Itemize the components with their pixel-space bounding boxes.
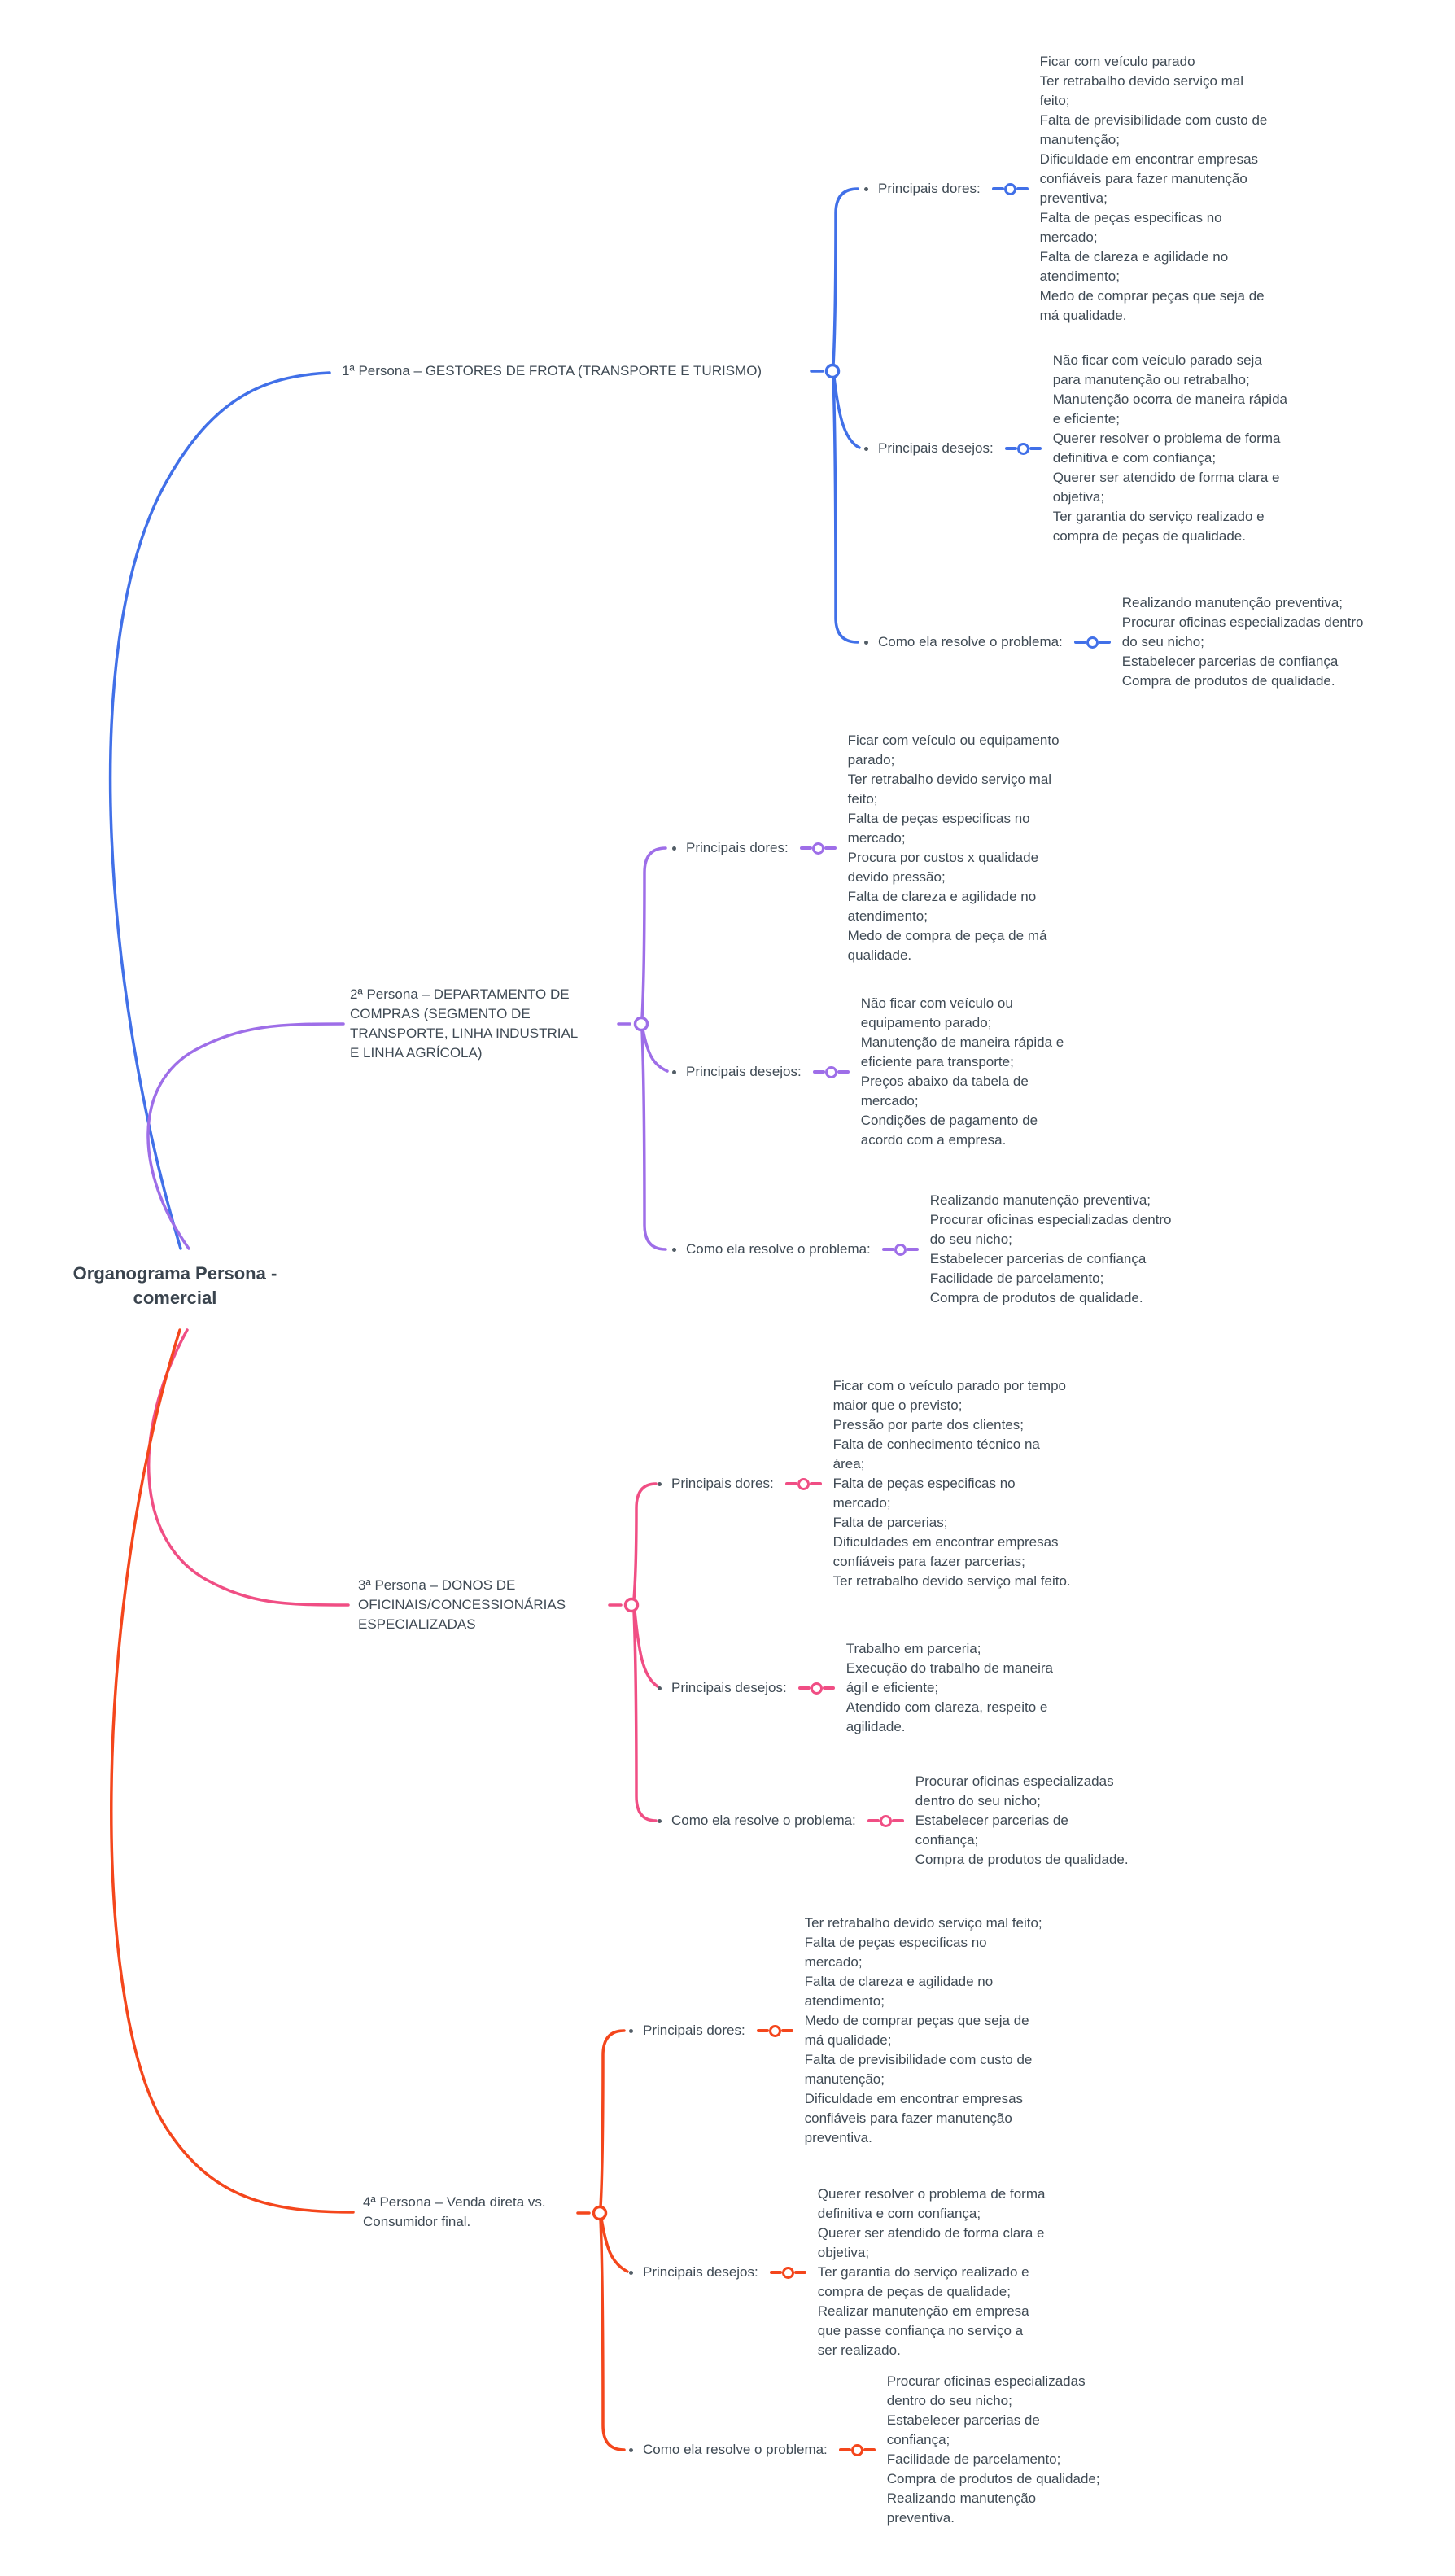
section-label[interactable]: Principais dores: (686, 840, 789, 855)
section-items-text[interactable]: Não ficar com veículo parado seja para m… (1052, 352, 1287, 544)
section-row: Principais desejos: Querer resolver o pr… (629, 2185, 1046, 2360)
bullet-icon (672, 846, 676, 851)
bullet-icon (629, 2447, 633, 2452)
bullet-icon (629, 2270, 633, 2275)
section-items-text[interactable]: Ficar com veículo parado Ter retrabalho … (1039, 54, 1268, 323)
section-row: Principais dores: Ficar com o veículo pa… (658, 1376, 1071, 1591)
node-connector-icon (991, 182, 1029, 195)
branch-curve-persona-4 (110, 1328, 355, 2214)
branch-curve-persona-3 (146, 1328, 350, 1607)
section-items-text[interactable]: Realizando manutenção preventiva; Procur… (929, 1192, 1172, 1305)
section-row: Principais dores: Ter retrabalho devido … (629, 1913, 1042, 2148)
section-row: Principais desejos: Trabalho em parceria… (658, 1639, 1068, 1737)
persona-4-node-circle (592, 2205, 608, 2221)
section-items-text[interactable]: Não ficar com veículo ou equipamento par… (860, 995, 1064, 1148)
section-items-text[interactable]: Procurar oficinas especializadas dentro … (915, 1773, 1129, 1867)
persona-3-node-circle (623, 1597, 640, 1613)
node-connector-icon (756, 2024, 793, 2037)
section-row: Principais dores: Ficar com veículo ou e… (672, 731, 1080, 965)
section-label[interactable]: Principais desejos: (878, 440, 994, 456)
section-label[interactable]: Principais desejos: (643, 2264, 758, 2280)
bullet-icon (864, 446, 868, 451)
node-connector-icon (784, 1477, 822, 1490)
section-label[interactable]: Principais dores: (671, 1476, 774, 1491)
section-row: Como ela resolve o problema: Realizando … (864, 593, 1366, 691)
node-connector-icon (1004, 442, 1042, 455)
section-items-text[interactable]: Ter retrabalho devido serviço mal feito;… (804, 1915, 1042, 2145)
section-items-text[interactable]: Ficar com o veículo parado por tempo mai… (832, 1378, 1071, 1589)
persona-label[interactable]: 4ª Persona – Venda direta vs. Consumidor… (363, 2194, 546, 2229)
section-row: Principais desejos: Não ficar com veícul… (672, 994, 1082, 1150)
section-items-text[interactable]: Trabalho em parceria; Execução do trabal… (845, 1641, 1053, 1734)
node-connector-icon (1073, 636, 1111, 649)
node-connector-icon (881, 1243, 919, 1256)
section-label[interactable]: Como ela resolve o problema: (671, 1813, 856, 1828)
node-connector-icon (867, 1814, 904, 1827)
section-label[interactable]: Como ela resolve o problema: (686, 1241, 871, 1257)
branch-curve-persona-1 (108, 371, 331, 1250)
section-row: Como ela resolve o problema: Procurar of… (629, 2372, 1107, 2528)
branch-curve-persona-2 (146, 1022, 345, 1250)
persona-1-node-circle (824, 363, 841, 379)
persona-label[interactable]: 2ª Persona – DEPARTAMENTO DE COMPRAS (SE… (350, 986, 579, 1061)
section-label[interactable]: Como ela resolve o problema: (643, 2442, 828, 2457)
persona-label[interactable]: 1ª Persona – GESTORES DE FROTA (TRANSPOR… (342, 363, 762, 378)
section-label[interactable]: Principais dores: (643, 2023, 745, 2038)
section-row: Principais desejos: Não ficar com veícul… (864, 351, 1291, 546)
section-label[interactable]: Principais desejos: (686, 1064, 802, 1079)
bullet-icon (658, 1818, 662, 1823)
node-connector-icon (799, 842, 837, 855)
section-items-text[interactable]: Querer resolver o problema de forma defi… (817, 2186, 1046, 2358)
bullet-icon (864, 186, 868, 191)
persona-label[interactable]: 3ª Persona – DONOS DE OFICINAIS/CONCESSI… (358, 1577, 566, 1632)
section-label[interactable]: Principais dores: (878, 181, 981, 196)
node-connector-icon (812, 1065, 850, 1078)
node-connector-icon (769, 2266, 806, 2279)
bullet-icon (864, 640, 868, 645)
section-items-text[interactable]: Procurar oficinas especializadas dentro … (886, 2373, 1100, 2526)
bullet-icon (658, 1686, 662, 1690)
section-label[interactable]: Principais desejos: (671, 1680, 787, 1695)
node-connector-icon (797, 1682, 835, 1695)
persona-2-node-circle (633, 1016, 649, 1032)
section-row: Principais dores: Ficar com veículo para… (864, 52, 1272, 326)
root-node[interactable]: Organograma Persona - comercial (72, 1263, 277, 1308)
section-items-text[interactable]: Realizando manutenção preventiva; Procur… (1121, 595, 1364, 689)
bullet-icon (629, 2028, 633, 2033)
section-row: Como ela resolve o problema: Realizando … (672, 1191, 1174, 1308)
section-row: Como ela resolve o problema: Procurar of… (658, 1772, 1129, 1870)
section-items-text[interactable]: Ficar com veículo ou equipamento parado;… (847, 733, 1060, 963)
bullet-icon (672, 1247, 676, 1252)
node-connector-icon (838, 2443, 876, 2456)
section-label[interactable]: Como ela resolve o problema: (878, 634, 1063, 649)
bullet-icon (672, 1069, 676, 1074)
bullet-icon (658, 1481, 662, 1486)
